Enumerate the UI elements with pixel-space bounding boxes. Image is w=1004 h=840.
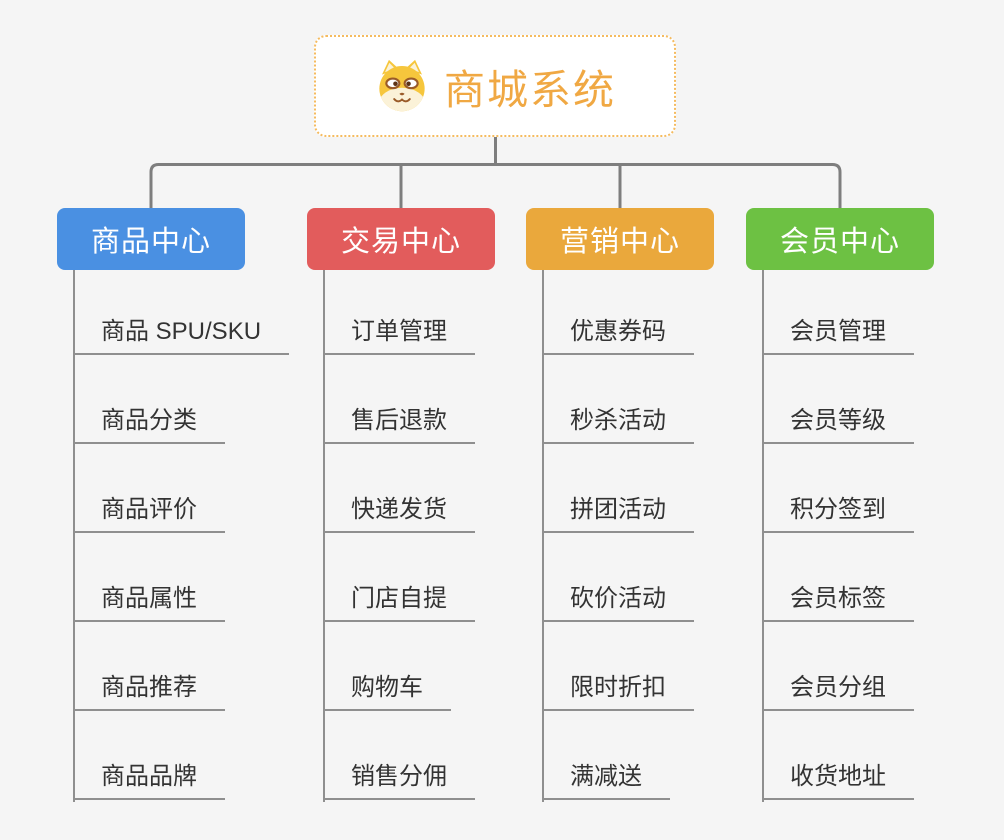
bus-line — [149, 163, 842, 209]
leaf-node[interactable]: 优惠券码 — [542, 318, 694, 355]
leaf-node[interactable]: 会员等级 — [762, 407, 914, 444]
branch-node[interactable]: 商品中心 — [57, 208, 245, 270]
leaf-node[interactable]: 商品推荐 — [73, 674, 225, 711]
leaf-node[interactable]: 拼团活动 — [542, 496, 694, 533]
leaf-node[interactable]: 门店自提 — [323, 585, 475, 622]
branch-connector-line — [323, 270, 325, 802]
leaf-node[interactable]: 售后退款 — [323, 407, 475, 444]
branch-connector-line — [542, 270, 544, 802]
leaf-node[interactable]: 秒杀活动 — [542, 407, 694, 444]
leaf-node[interactable]: 商品评价 — [73, 496, 225, 533]
leaf-node[interactable]: 会员标签 — [762, 585, 914, 622]
leaf-node[interactable]: 限时折扣 — [542, 674, 694, 711]
leaf-node[interactable]: 销售分佣 — [323, 763, 475, 800]
leaf-node[interactable]: 积分签到 — [762, 496, 914, 533]
branch-node[interactable]: 交易中心 — [307, 208, 495, 270]
root-title: 商城系统 — [444, 67, 616, 113]
root-node[interactable]: 商城系统 — [314, 35, 676, 137]
leaf-node[interactable]: 购物车 — [323, 674, 451, 711]
leaf-node[interactable]: 会员分组 — [762, 674, 914, 711]
leaf-node[interactable]: 快递发货 — [323, 496, 475, 533]
leaf-node[interactable]: 商品品牌 — [73, 763, 225, 800]
leaf-node[interactable]: 收货地址 — [762, 763, 914, 800]
shiba-dog-icon — [379, 59, 425, 112]
leaf-node[interactable]: 商品分类 — [73, 407, 225, 444]
branch-connector-line — [762, 270, 764, 802]
leaf-node[interactable]: 会员管理 — [762, 318, 914, 355]
leaf-node[interactable]: 砍价活动 — [542, 585, 694, 622]
branch-connector-line — [73, 270, 75, 802]
branch-node[interactable]: 营销中心 — [526, 208, 714, 270]
leaf-node[interactable]: 满减送 — [542, 763, 670, 800]
leaf-node[interactable]: 商品属性 — [73, 585, 225, 622]
leaf-node[interactable]: 订单管理 — [323, 318, 475, 355]
leaf-node[interactable]: 商品 SPU/SKU — [73, 318, 290, 355]
branch-node[interactable]: 会员中心 — [746, 208, 934, 270]
